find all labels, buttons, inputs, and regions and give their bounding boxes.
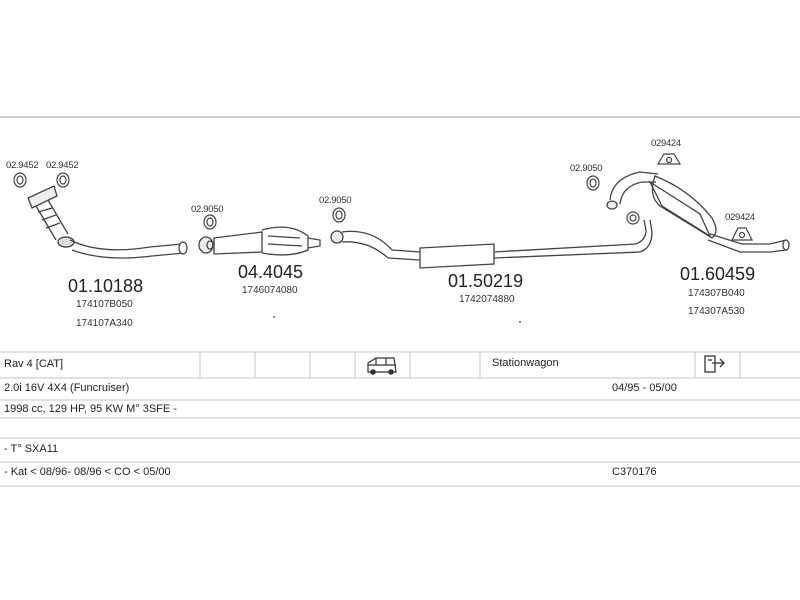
part-number: 01.60459 — [680, 264, 756, 284]
part-code: 174307B040 — [688, 288, 745, 299]
engine-cell: 2.0i 16V 4X4 (Funcruiser) — [4, 382, 130, 394]
part-code: 1742074880 — [459, 294, 515, 305]
middle-silencer — [330, 219, 653, 269]
specs-cell: 1998 cc, 129 HP, 95 KW M° 3SFE - — [4, 403, 177, 415]
part-code: 174107B050 — [76, 299, 133, 310]
catalytic-converter — [198, 226, 321, 256]
gasket-label: 02.9452 — [46, 160, 79, 171]
gasket-label: 02.9050 — [570, 163, 603, 174]
marker-dot — [273, 316, 275, 318]
hanger-top-icon — [656, 153, 682, 165]
kat-cell: - Kat < 08/96- 08/96 < CO < 05/00 — [4, 466, 171, 478]
gasket-rear — [586, 175, 640, 225]
gasket-label: 02.9050 — [319, 195, 352, 206]
spec-table-lines — [0, 351, 800, 487]
rear-silencer — [606, 171, 790, 253]
hanger-right-icon — [731, 227, 753, 241]
ref-cell: C370176 — [612, 466, 657, 478]
hanger-label: 029424 — [725, 212, 755, 223]
gasket-front-left — [13, 172, 27, 188]
part-code: 174307A530 — [688, 306, 745, 317]
gasket-front-right — [56, 172, 70, 188]
body-type-cell: Stationwagon — [492, 357, 559, 369]
gasket-cat — [203, 214, 217, 230]
gasket-label: 02.9452 — [6, 160, 39, 171]
part-code: 174107A340 — [76, 318, 133, 329]
hanger-label: 029424 — [651, 138, 681, 149]
period-cell: 04/95 - 05/00 — [612, 382, 677, 394]
gasket-label: 02.9050 — [191, 204, 224, 215]
part-number: 04.4045 — [238, 262, 304, 282]
type-code-cell: - T° SXA11 — [4, 443, 59, 455]
part-number: 01.10188 — [68, 276, 144, 296]
document-arrow-icon — [704, 355, 725, 373]
marker-dot — [519, 321, 521, 323]
part-number: 01.50219 — [448, 271, 524, 291]
front-pipe — [27, 185, 188, 259]
gasket-mid — [332, 207, 346, 223]
part-code: 1746074080 — [242, 285, 298, 296]
van-icon — [367, 357, 397, 375]
model-cell: Rav 4 [CAT] — [4, 358, 64, 370]
